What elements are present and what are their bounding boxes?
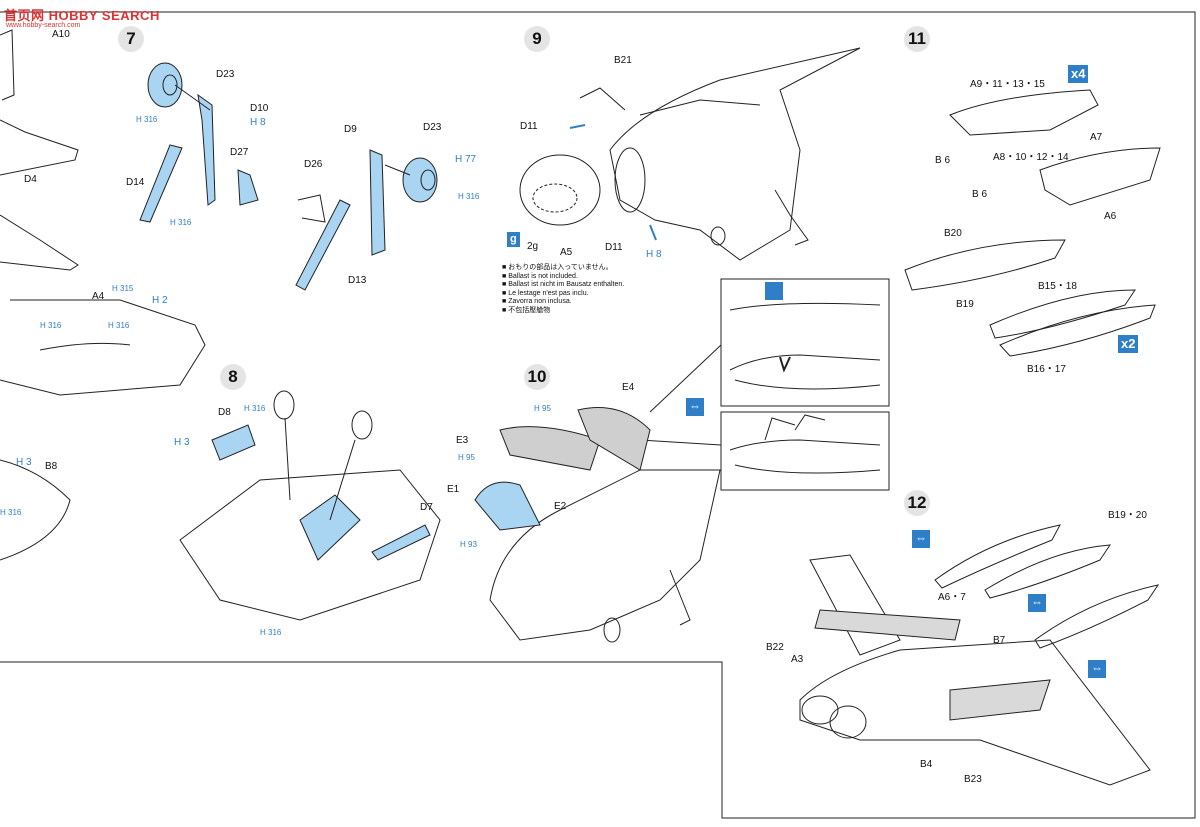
note-it: Zavorra non inclusa.: [502, 298, 624, 307]
part-b6: B 6: [935, 155, 951, 166]
paint-h8: H 8: [646, 249, 662, 260]
step-12-marker: 12: [904, 490, 930, 516]
part-a10: A10: [52, 29, 70, 40]
paint-h95-b: H 95: [458, 453, 475, 462]
part-d11: D11: [520, 121, 538, 132]
part-a6: A6: [1104, 211, 1117, 222]
part-b23: B23: [964, 774, 982, 785]
part-b16-set: B16・17: [1027, 364, 1066, 375]
part-d13: D13: [348, 275, 367, 286]
step-9-marker: 9: [524, 26, 550, 52]
note-de: Ballast ist nicht im Bausatz enthalten.: [502, 281, 624, 290]
note-ja: おもりの部品は入っていません。: [502, 264, 624, 273]
part-a4: A4: [92, 291, 105, 302]
part-d27: D27: [230, 147, 249, 158]
paint-h3: H 3: [174, 437, 190, 448]
page-frame: [0, 11, 1196, 819]
paint-h3: H 3: [16, 457, 32, 468]
part-e2: E2: [554, 501, 567, 512]
part-a6-7: A6・7: [938, 592, 966, 603]
option-arrows-icon: ⇔: [1088, 660, 1106, 678]
part-a7: A7: [1090, 132, 1103, 143]
ballast-notes: おもりの部品は入っていません。 Ballast is not included.…: [502, 264, 624, 315]
part-a5: A5: [560, 247, 573, 258]
note-zh: 不包括壓艙物: [502, 307, 624, 316]
part-b22: B22: [766, 642, 784, 653]
watermark-brand-mark: 首页网 HOBBY SEARCH: [4, 8, 160, 23]
option-arrows-icon: ⇔: [912, 530, 930, 548]
paint-h316-b: H 316: [108, 321, 130, 330]
weight-icon: g: [507, 232, 520, 247]
part-b4: B4: [920, 759, 933, 770]
part-d9: D9: [344, 124, 357, 135]
part-d10: D10: [250, 103, 269, 114]
part-e4: E4: [622, 382, 635, 393]
step-11-marker: 11: [904, 26, 930, 52]
part-a8-set: A8・10・12・14: [993, 152, 1069, 163]
glue-icon: [765, 282, 783, 300]
ballast-weight: 2g: [527, 241, 539, 252]
part-b7: B7: [993, 635, 1006, 646]
step-7-marker: 7: [118, 26, 144, 52]
part-e3: E3: [456, 435, 469, 446]
paint-h8: H 8: [250, 117, 266, 128]
quantity-x4: x4: [1068, 65, 1089, 83]
paint-h95: H 95: [534, 404, 551, 413]
paint-h316-b: H 316: [260, 628, 282, 637]
paint-h316-c: H 316: [458, 192, 480, 201]
note-en: Ballast is not included.: [502, 273, 624, 282]
part-b19: B19: [956, 299, 974, 310]
part-d11-b: D11: [605, 242, 623, 253]
part-d23-b: D23: [423, 122, 442, 133]
quantity-x2: x2: [1118, 335, 1139, 353]
part-d7: D7: [420, 502, 433, 513]
part-b19-20: B19・20: [1108, 510, 1147, 521]
part-a9-set: A9・11・13・15: [970, 79, 1045, 90]
part-b21: B21: [614, 55, 632, 66]
paint-h77: H 77: [455, 154, 477, 165]
part-d23: D23: [216, 69, 235, 80]
watermark-logo: 首页网 HOBBY SEARCH: [4, 5, 160, 24]
paint-h316: H 316: [136, 115, 158, 124]
part-d26: D26: [304, 159, 323, 170]
part-e1: E1: [447, 484, 460, 495]
paint-h316-c: H 316: [0, 508, 22, 517]
paint-h316-b: H 316: [170, 218, 192, 227]
paint-h315: H 315: [112, 284, 134, 293]
option-arrows-icon: ⇔: [686, 398, 704, 416]
option-arrows-icon: ⇔: [1028, 594, 1046, 612]
part-d4: D4: [24, 174, 37, 185]
part-b8: B8: [45, 461, 58, 472]
paint-h2: H 2: [152, 295, 168, 306]
paint-h93: H 93: [460, 540, 477, 549]
watermark-url: www.hobby-search.com: [6, 22, 81, 29]
part-d14: D14: [126, 177, 145, 188]
note-fr: Le lestage n'est pas inclu.: [502, 290, 624, 299]
step-10-marker: 10: [524, 364, 550, 390]
paint-h316-a: H 316: [40, 321, 62, 330]
part-b15-set: B15・18: [1038, 281, 1077, 292]
paint-h316: H 316: [244, 404, 266, 413]
part-a3: A3: [791, 654, 804, 665]
part-b6-b: B 6: [972, 189, 988, 200]
part-d8: D8: [218, 407, 231, 418]
step-8-marker: 8: [220, 364, 246, 390]
part-b20: B20: [944, 228, 962, 239]
